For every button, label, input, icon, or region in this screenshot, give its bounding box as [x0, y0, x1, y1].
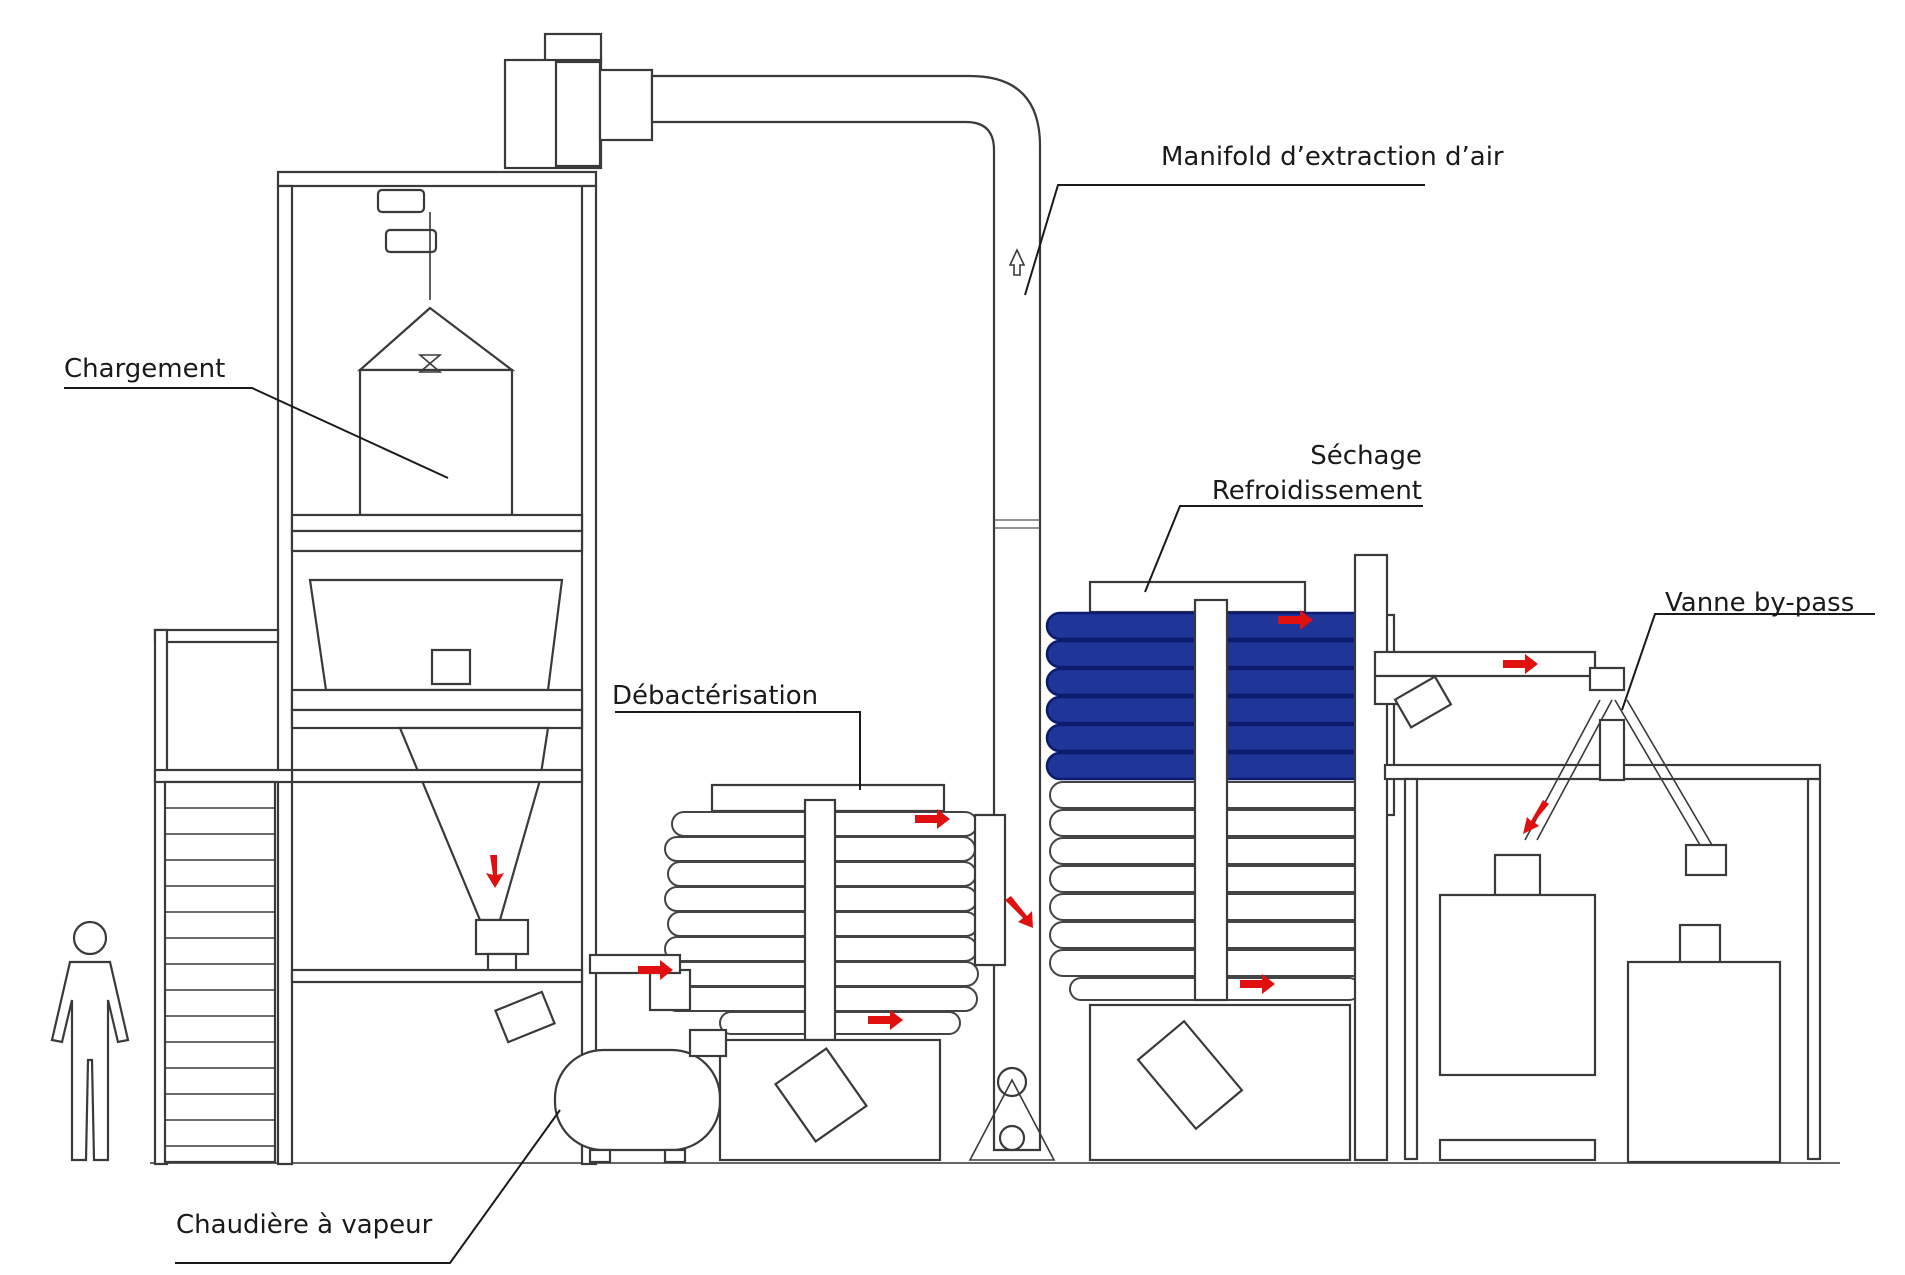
- debacterisation-unit: [588, 783, 1007, 1162]
- leader-vanne: [1621, 613, 1875, 711]
- extraction-fan: [503, 32, 654, 170]
- leader-chargement: [64, 387, 449, 479]
- air-duct: [650, 74, 1056, 1161]
- leader-manifold: [1024, 184, 1425, 296]
- flow-arrow: [1005, 896, 1033, 928]
- human-figure: [50, 920, 130, 1162]
- staircase: [163, 780, 277, 1164]
- leader-lines: [64, 184, 1875, 1264]
- bypass-and-bags: [1353, 553, 1822, 1164]
- flow-arrow: [868, 1010, 903, 1030]
- flow-arrow: [638, 960, 673, 980]
- flow-arrow: [915, 809, 950, 829]
- leader-chaudiere: [175, 1109, 561, 1264]
- drying-cooling-unit: [1045, 580, 1396, 1162]
- flow-arrow: [486, 855, 504, 888]
- label-vanne-bypass: Vanne by-pass: [1665, 588, 1855, 618]
- loading-tower: [153, 170, 598, 1166]
- label-sechage: Séchage: [1310, 441, 1422, 471]
- label-manifold: Manifold d’extraction d’air: [1161, 142, 1504, 172]
- leader-sechage: [1144, 505, 1423, 593]
- flow-arrow: [1503, 654, 1538, 674]
- label-chaudiere: Chaudière à vapeur: [176, 1210, 433, 1240]
- flow-arrow: [1278, 610, 1313, 630]
- steam-boiler: [553, 1048, 722, 1164]
- flow-arrow: [1523, 800, 1549, 834]
- label-refroidissement: Refroidissement: [1211, 476, 1422, 506]
- flow-arrow: [1240, 974, 1275, 994]
- leader-debacterisation: [615, 711, 861, 790]
- label-chargement: Chargement: [64, 354, 226, 384]
- flow-arrows: [486, 610, 1549, 1030]
- label-debacterisation: Débactérisation: [612, 681, 819, 711]
